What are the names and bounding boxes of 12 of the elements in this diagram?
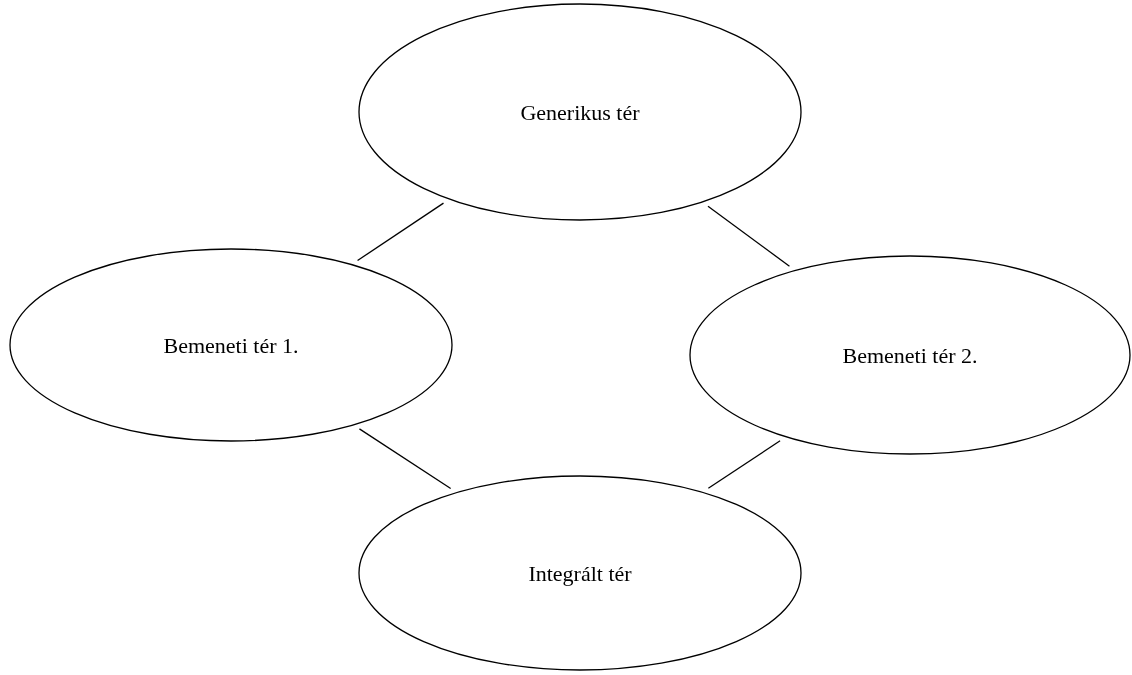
space-ellipse <box>689 255 1131 455</box>
connector-line <box>707 205 791 267</box>
connector-line <box>358 428 452 490</box>
space-label: Generikus tér <box>520 98 640 127</box>
space-ellipse <box>358 475 802 671</box>
space-label: Bemeneti tér 2. <box>842 341 978 370</box>
space-label: Bemeneti tér 1. <box>163 331 299 360</box>
space-label: Integrált tér <box>528 559 632 588</box>
space-ellipse <box>358 3 802 221</box>
connector-line <box>707 440 781 489</box>
space-ellipse <box>9 248 453 442</box>
connector-line <box>356 202 445 262</box>
